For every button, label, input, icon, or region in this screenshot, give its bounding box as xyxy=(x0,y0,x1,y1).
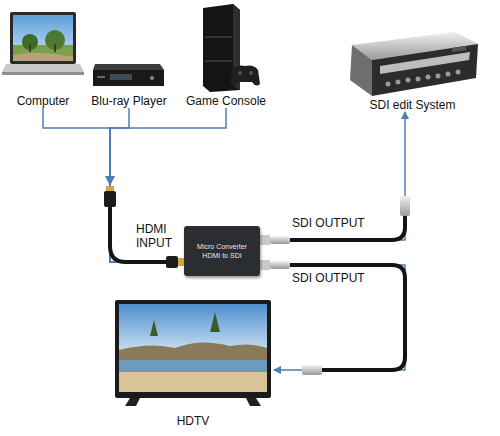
port-label: HDMI INPUT xyxy=(136,222,180,250)
hdmi-cable xyxy=(104,186,184,268)
tv-illustration xyxy=(115,300,271,406)
computer-device: Computer xyxy=(2,8,84,108)
sdi-cable xyxy=(260,196,410,375)
device-text: Micro Converter HDMI to SDI xyxy=(191,242,253,260)
connector-line xyxy=(260,265,405,370)
device-caption: Computer xyxy=(0,94,104,108)
arrow-head xyxy=(105,176,115,186)
device-caption: Game Console xyxy=(162,94,290,108)
connector-line xyxy=(43,108,184,262)
laptop-illustration xyxy=(2,12,84,75)
converter-box: Micro Converter HDMI to SDI xyxy=(184,226,260,276)
connector-line xyxy=(110,108,184,262)
console-device: Game Console xyxy=(182,4,270,108)
device-caption: HDTV xyxy=(92,414,294,428)
device-caption: SDI edit System xyxy=(325,98,500,112)
bluray-device: Blu-ray Player xyxy=(90,50,168,108)
tv-device: HDTV xyxy=(112,298,274,428)
console-illustration xyxy=(203,4,260,92)
edit-system-illustration xyxy=(350,32,478,96)
port-label: SDI OUTPUT xyxy=(292,216,365,230)
port-label: SDI OUTPUT xyxy=(292,271,365,285)
bluray-illustration xyxy=(93,64,164,86)
connector-line xyxy=(260,112,405,240)
edit-system-device: SDI edit System xyxy=(345,30,480,112)
device-caption: Blu-ray Player xyxy=(70,94,188,108)
